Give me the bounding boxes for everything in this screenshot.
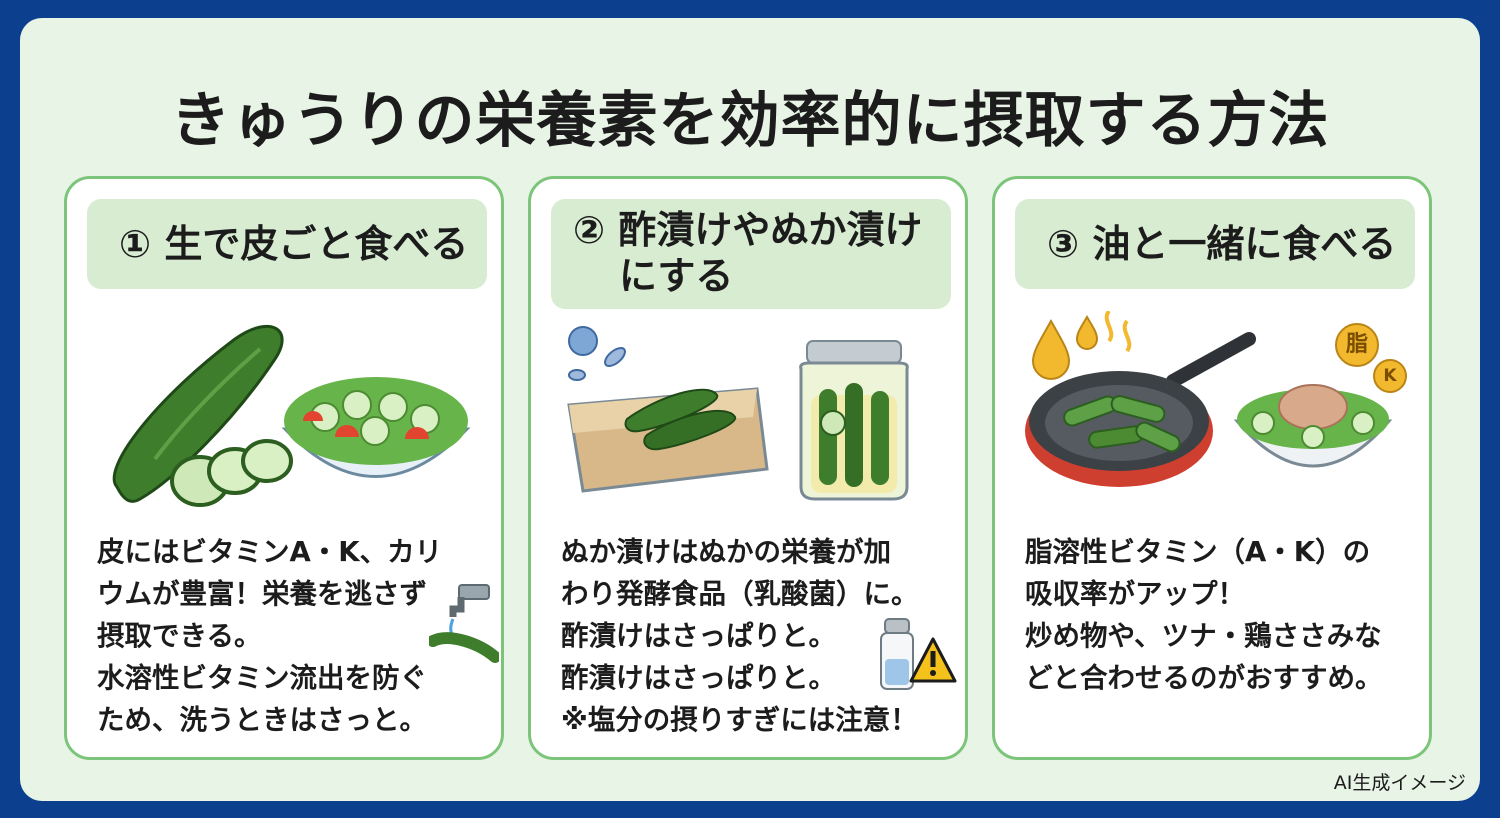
- vitamin-k-badge: K: [1373, 359, 1407, 393]
- body-line: ※塩分の摂りすぎには注意！: [561, 704, 918, 736]
- ai-generated-credit: AI生成イメージ: [1333, 772, 1466, 794]
- card-heading-line: ① 生で皮ごと食べる: [119, 222, 469, 266]
- card-body: 皮にはビタミンA・K、カリ ウムが豊富！栄養を逃さず 摂取できる。 水溶性ビタミ…: [97, 531, 443, 741]
- tuna-salad-bowl-icon: [1233, 384, 1393, 468]
- card-heading-line: にする: [619, 254, 734, 298]
- salt-shaker-icon: [880, 618, 914, 690]
- body-line: 吸収率がアップ！: [1025, 578, 1245, 610]
- nuka-pickle-container-icon: [567, 387, 769, 493]
- oil-cooking-illustration: [1025, 311, 1393, 487]
- salt-warning-illustration: [880, 618, 957, 690]
- frying-pan-icon: [1025, 332, 1256, 487]
- body-line: ウムが豊富！栄養を逃さず: [97, 578, 427, 610]
- body-line: わり発酵食品（乳酸菌）に。: [561, 578, 919, 610]
- body-line: 酢漬けはさっぱりと。: [561, 620, 836, 652]
- salad-bowl-icon: [281, 377, 471, 478]
- cucumber-salad-illustration: [112, 324, 471, 507]
- body-line: 脂溶性ビタミン（A・K）の: [1025, 536, 1371, 568]
- card-pickles: ② 酢漬けやぬか漬け にする ぬか漬けはぬかの栄養が加 わり発酵食品（乳酸菌）に…: [528, 176, 968, 760]
- card-body: 脂溶性ビタミン（A・K）の 吸収率がアップ！ 炒め物や、ツナ・鶏ささみな どと合…: [1025, 531, 1415, 699]
- cucumber-icon: [112, 324, 293, 507]
- body-line: どと合わせるのがおすすめ。: [1025, 662, 1383, 694]
- card-with-oil: ③ 油と一緒に食べる 脂 K 脂溶性ビタミン（A・K）の: [992, 176, 1432, 760]
- body-line: 炒め物や、ツナ・鶏ささみな: [1025, 620, 1382, 652]
- card-body: ぬか漬けはぬかの栄養が加 わり発酵食品（乳酸菌）に。 酢漬けはさっぱりと。 酢漬…: [561, 531, 941, 741]
- body-line: ため、洗うときはさっと。: [97, 704, 427, 736]
- card-eat-raw: ① 生で皮ごと食べる 皮にはビタミンA・K、カリ ウムが豊富！栄養を逃さず 摂取…: [64, 176, 504, 760]
- bacteria-icon: [568, 326, 626, 381]
- body-line: 水溶性ビタミン流出を防ぐ: [97, 662, 427, 694]
- card-heading-line: ③ 油と一緒に食べる: [1047, 222, 1397, 266]
- card-heading: ③ 油と一緒に食べる: [1015, 199, 1415, 289]
- body-line: 皮にはビタミンA・K、カリ: [97, 536, 443, 568]
- card-heading: ② 酢漬けやぬか漬け にする: [551, 199, 951, 309]
- fat-badge: 脂: [1335, 323, 1379, 367]
- warning-icon: [909, 637, 957, 683]
- page-title: きゅうりの栄養素を効率的に摂取する方法: [170, 86, 1330, 156]
- card-heading-line: ② 酢漬けやぬか漬け: [573, 208, 923, 252]
- card-heading: ① 生で皮ごと食べる: [87, 199, 487, 289]
- oil-drop-icon: [1031, 315, 1099, 380]
- water-faucet-icon: [429, 584, 499, 663]
- pickle-jar-icon: [799, 340, 909, 501]
- pickles-illustration: [567, 326, 909, 501]
- body-line: ぬか漬けはぬかの栄養が加: [561, 536, 891, 568]
- body-line: 酢漬けはさっぱりと。: [561, 662, 836, 694]
- body-line: 摂取できる。: [97, 620, 262, 652]
